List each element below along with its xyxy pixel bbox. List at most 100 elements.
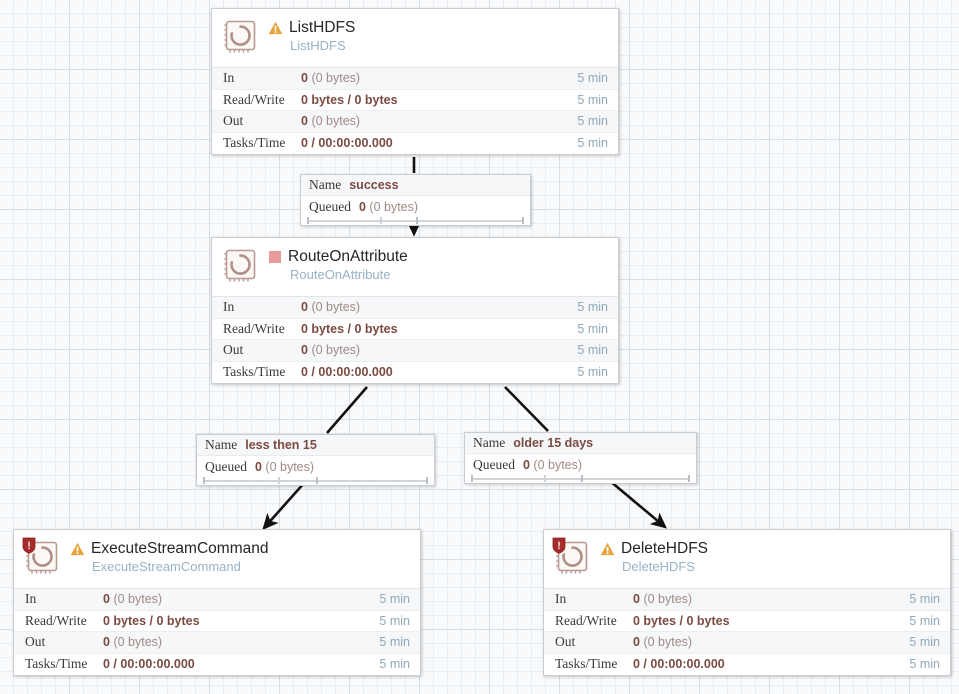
queue-bar-tick-end	[688, 475, 690, 482]
stat-value: 0 / 00:00:00.000	[301, 365, 577, 379]
connection-queued-key: Queued	[309, 198, 351, 214]
stat-time: 5 min	[909, 592, 940, 607]
stat-value: 0 (0 bytes)	[301, 343, 577, 357]
connection-label-less-then-15[interactable]: Name less then 15 Queued 0 (0 bytes)	[196, 434, 435, 486]
stat-value: 0 (0 bytes)	[633, 592, 909, 606]
stat-value-number: 0	[301, 71, 308, 86]
connection-label-older-15-days[interactable]: Name older 15 days Queued 0 (0 bytes)	[464, 432, 697, 484]
stat-value-number: 0	[633, 592, 640, 607]
stat-value: 0 (0 bytes)	[103, 592, 379, 606]
stat-time: 5 min	[909, 613, 940, 628]
processor-header: DeleteHDFS DeleteHDFS	[544, 530, 950, 588]
connector-routeonattribute-to-lessthen15	[326, 386, 368, 434]
processor-deletehdfs[interactable]: DeleteHDFS DeleteHDFS In 0 (0 bytes) 5 m…	[543, 529, 951, 676]
stat-row: Tasks/Time 0 / 00:00:00.000 5 min	[212, 133, 618, 155]
stat-value-detail: (0 bytes)	[113, 635, 163, 650]
stopped-square-icon	[269, 250, 281, 263]
stat-row: Tasks/Time 0 / 00:00:00.000 5 min	[14, 654, 420, 676]
stat-label: Read/Write	[223, 91, 285, 107]
connector-lessthen15-to-executestreamcommand	[262, 481, 306, 530]
stat-value-detail: (0 bytes)	[113, 592, 163, 607]
queue-bar-tick-start	[471, 475, 473, 482]
stat-row: Out 0 (0 bytes) 5 min	[544, 632, 950, 654]
processor-titles: DeleteHDFS DeleteHDFS	[600, 540, 708, 575]
stat-label: Tasks/Time	[25, 656, 88, 672]
stat-value: 0 bytes / 0 bytes	[103, 614, 379, 628]
connection-queued-key: Queued	[473, 456, 515, 472]
stat-value: 0 (0 bytes)	[301, 114, 577, 128]
stat-value: 0 bytes / 0 bytes	[633, 614, 909, 628]
stat-label: Tasks/Time	[223, 364, 286, 380]
warning-triangle-icon	[600, 542, 615, 555]
stat-value: 0 / 00:00:00.000	[103, 657, 379, 671]
stat-label: Out	[223, 113, 244, 129]
processor-name: ListHDFS	[289, 19, 356, 36]
queue-bar-tick-center	[415, 217, 418, 224]
connection-name-row: Name older 15 days	[465, 433, 696, 454]
processor-executestreamcommand[interactable]: ExecuteStreamCommand ExecuteStreamComman…	[13, 529, 421, 676]
processor-header: ListHDFS ListHDFS	[212, 9, 618, 67]
processor-icon-wrap	[552, 537, 592, 578]
connection-queued-key: Queued	[205, 458, 247, 474]
stat-value-number: 0 bytes / 0 bytes	[301, 92, 398, 107]
stat-value-number: 0 bytes / 0 bytes	[301, 321, 398, 336]
stat-value: 0 (0 bytes)	[301, 71, 577, 85]
processor-listhdfs[interactable]: ListHDFS ListHDFS In 0 (0 bytes) 5 min R…	[211, 8, 619, 155]
stat-value-number: 0	[301, 300, 308, 315]
stat-label: Read/Write	[223, 320, 285, 336]
queue-bar-tick-mid	[379, 217, 382, 224]
stat-time: 5 min	[577, 300, 608, 315]
stat-time: 5 min	[379, 657, 410, 672]
processor-routeonattribute[interactable]: RouteOnAttribute RouteOnAttribute In 0 (…	[211, 237, 619, 384]
processor-stats: In 0 (0 bytes) 5 min Read/Write 0 bytes …	[212, 67, 618, 154]
processor-header: RouteOnAttribute RouteOnAttribute	[212, 238, 618, 296]
connection-name-value: success	[349, 178, 399, 192]
stat-row: Read/Write 0 bytes / 0 bytes 5 min	[212, 90, 618, 111]
warning-triangle-icon	[70, 542, 85, 555]
queue-bar-tick-start	[307, 217, 309, 224]
processor-icon-wrap	[222, 248, 260, 286]
queue-bar-tick-mid	[278, 477, 281, 484]
connection-queued-value: 0 (0 bytes)	[359, 200, 418, 214]
stat-row: Out 0 (0 bytes) 5 min	[212, 340, 618, 362]
stat-time: 5 min	[577, 365, 608, 380]
stat-time: 5 min	[577, 136, 608, 151]
connection-queued-row: Queued 0 (0 bytes)	[197, 456, 434, 477]
stat-label: In	[223, 299, 235, 315]
connection-queue-bar	[307, 217, 524, 224]
stat-value-detail: (0 bytes)	[311, 71, 361, 86]
processor-stats: In 0 (0 bytes) 5 min Read/Write 0 bytes …	[544, 588, 950, 675]
stat-label: Tasks/Time	[223, 135, 286, 151]
processor-type: RouteOnAttribute	[290, 267, 391, 282]
queue-bar-tick-start	[203, 477, 205, 484]
stat-label: Read/Write	[25, 612, 87, 628]
stat-label: In	[25, 591, 37, 607]
stat-label: In	[555, 591, 567, 607]
queue-bar-tick-end	[522, 217, 524, 224]
processor-type: DeleteHDFS	[622, 559, 695, 574]
stat-label: In	[223, 70, 235, 86]
stat-value-number: 0 / 00:00:00.000	[301, 365, 393, 380]
queue-bar-tick-center	[315, 477, 318, 484]
stat-time: 5 min	[379, 635, 410, 650]
stat-value-number: 0	[103, 592, 110, 607]
connection-queued-row: Queued 0 (0 bytes)	[465, 454, 696, 475]
processor-name: ExecuteStreamCommand	[91, 540, 269, 557]
connection-name-row: Name less then 15	[197, 435, 434, 456]
connection-label-success[interactable]: Name success Queued 0 (0 bytes)	[300, 174, 531, 226]
connection-queued-detail: (0 bytes)	[533, 457, 583, 472]
stat-value-number: 0 / 00:00:00.000	[633, 657, 725, 672]
connector-older15days-to-deletehdfs	[609, 480, 667, 529]
processor-header: ExecuteStreamCommand ExecuteStreamComman…	[14, 530, 420, 588]
stat-label: Out	[223, 342, 244, 358]
stat-value-number: 0	[301, 343, 308, 358]
stat-row: In 0 (0 bytes) 5 min	[212, 297, 618, 319]
stat-row: In 0 (0 bytes) 5 min	[212, 68, 618, 90]
connection-queued-count: 0	[522, 457, 530, 472]
stat-value-detail: (0 bytes)	[643, 592, 693, 607]
stat-label: Out	[25, 634, 46, 650]
stat-value-number: 0 / 00:00:00.000	[103, 657, 195, 672]
connection-queued-count: 0	[254, 459, 262, 474]
stat-time: 5 min	[577, 92, 608, 107]
